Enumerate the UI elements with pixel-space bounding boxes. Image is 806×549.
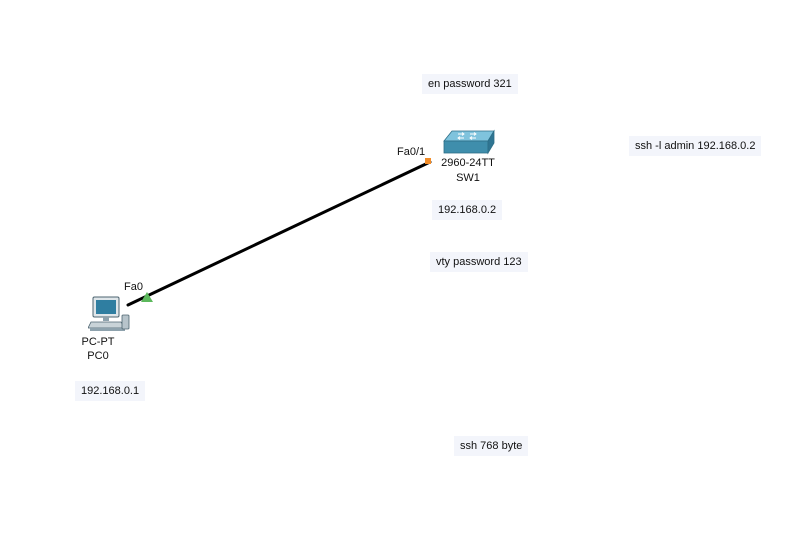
pc-icon (87, 296, 130, 331)
ssh-key-note[interactable]: ssh 768 byte (454, 436, 529, 456)
switch-icon (443, 129, 495, 155)
vty-password-note[interactable]: vty password 123 (430, 252, 528, 272)
pc-port-label: Fa0 (124, 281, 143, 293)
port-status-pending-indicator (425, 158, 431, 164)
pc-name-label: PC0 (87, 350, 109, 362)
switch-ip-note[interactable]: 192.168.0.2 (432, 200, 503, 220)
switch-model-label: 2960-24TT (441, 157, 495, 169)
port-status-up-indicator (141, 292, 153, 302)
pc-ip-note[interactable]: 192.168.0.1 (75, 381, 146, 401)
switch-device-sw1[interactable] (440, 128, 496, 156)
ethernet-link[interactable] (126, 160, 432, 307)
ssh-command-note[interactable]: ssh -l admin 192.168.0.2 (629, 136, 762, 156)
switch-port-label: Fa0/1 (397, 146, 426, 158)
switch-name-label: SW1 (456, 172, 480, 184)
pc-model-label: PC-PT (81, 336, 115, 348)
pc-device-pc0[interactable] (87, 295, 130, 333)
enable-password-note[interactable]: en password 321 (422, 74, 518, 94)
